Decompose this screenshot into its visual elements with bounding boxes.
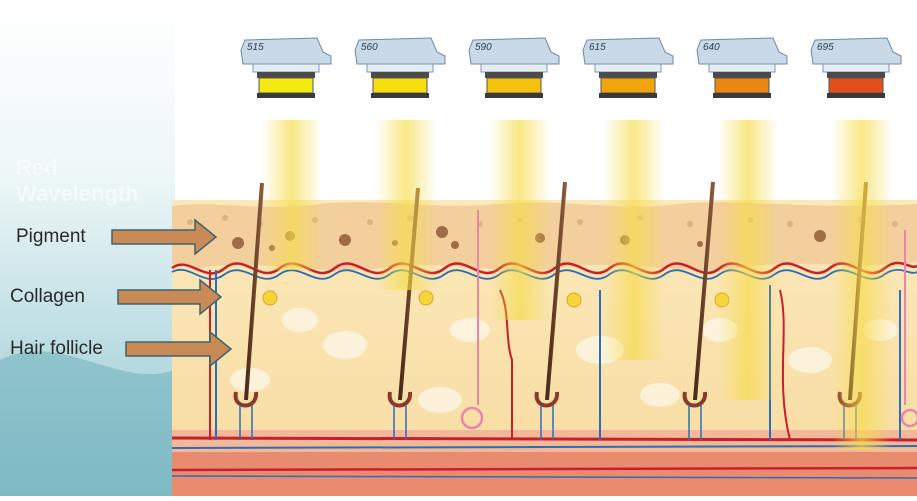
filter-wavelength-515: 515 xyxy=(247,42,264,53)
hair-follicle-label: Hair follicle xyxy=(10,338,103,360)
filter-wavelength-695: 695 xyxy=(817,42,834,53)
watermark-line-2: Wavelength xyxy=(16,181,139,207)
pigment-label: Pigment xyxy=(16,226,86,248)
filter-color-695 xyxy=(829,78,883,93)
filter-wavelength-590: 590 xyxy=(475,42,492,53)
watermark-text: Red Wavelength xyxy=(16,155,139,207)
watermark-line-1: Red xyxy=(16,155,139,181)
filter-color-560 xyxy=(373,78,427,93)
filter-wavelength-640: 640 xyxy=(703,42,720,53)
filter-color-615 xyxy=(601,78,655,93)
filter-color-640 xyxy=(715,78,769,93)
collagen-label: Collagen xyxy=(10,286,85,308)
filter-color-590 xyxy=(487,78,541,93)
filter-color-515 xyxy=(259,78,313,93)
filter-wavelength-615: 615 xyxy=(589,42,606,53)
filter-wavelength-560: 560 xyxy=(361,42,378,53)
